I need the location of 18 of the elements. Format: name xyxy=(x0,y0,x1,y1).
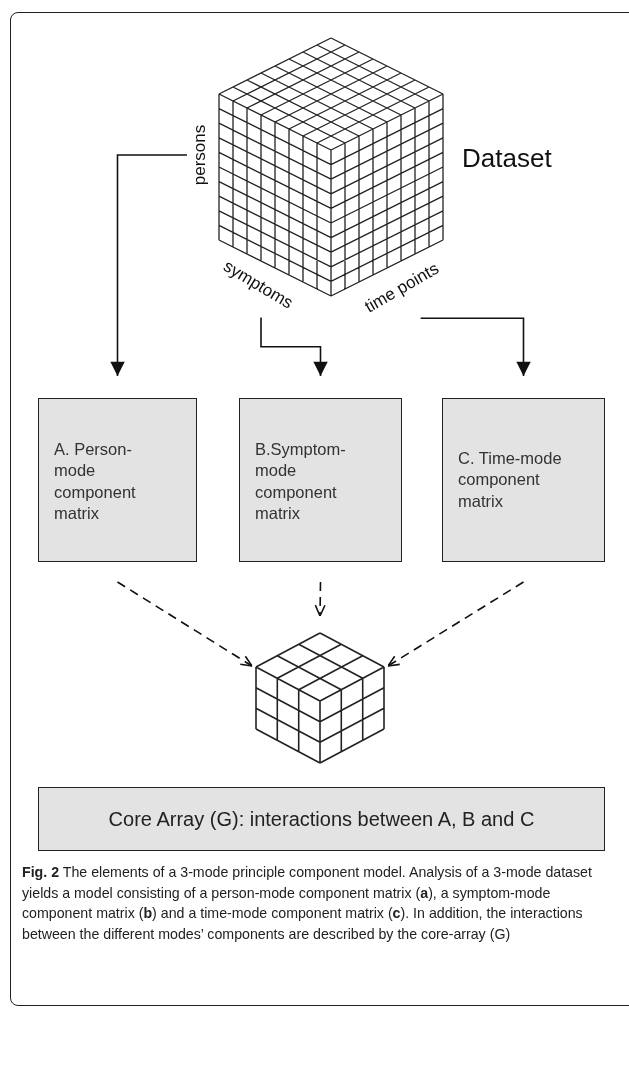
box-text: A. Person-mode component matrix xyxy=(54,439,137,525)
dataset-title: Dataset xyxy=(462,143,552,174)
arrow xyxy=(314,581,326,617)
axis-label: persons xyxy=(190,124,210,186)
arrow xyxy=(260,316,328,377)
cube-drawing xyxy=(254,632,386,764)
core-array-box xyxy=(38,787,605,851)
matrix-box xyxy=(442,398,605,562)
arrow xyxy=(110,154,188,377)
matrix-box xyxy=(38,398,197,562)
box-text: B.Symptom-mode component matrix xyxy=(255,439,347,525)
figure-caption: Fig. 2 The elements of a 3-mode principle component model. Analysis of a 3-mode dataset yields a model consisting of a person-mode component matrix (a), a symptom-mode component matrix (b) and a time-mode component matrix (c). In addition, the interactions between the different modes’ components are described by the core-array (G) xyxy=(22,863,593,944)
matrix-box xyxy=(239,398,402,562)
box-text: C. Time-mode component matrix xyxy=(458,447,563,512)
arrow xyxy=(387,581,525,667)
arrow xyxy=(419,317,531,377)
box-text: Core Array (G): interactions between A, B and C xyxy=(108,807,535,831)
arrow xyxy=(116,581,253,667)
